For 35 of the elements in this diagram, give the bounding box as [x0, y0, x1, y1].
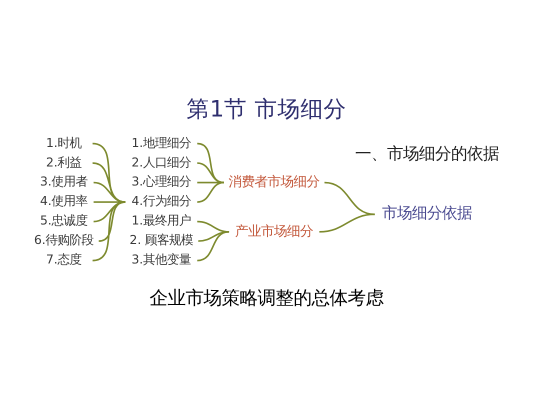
connector — [92, 201, 126, 262]
connector — [319, 214, 375, 233]
node-text: 1.时机 — [46, 136, 82, 150]
node-text: 2. 顾客规模 — [130, 233, 194, 248]
connector — [197, 162, 224, 184]
label: 一、市场细分的依据 — [355, 144, 500, 163]
node-text: 2.人口细分 — [131, 155, 192, 170]
connector — [197, 220, 230, 233]
node-text: 4.使用率 — [40, 194, 88, 208]
node-text: 市场细分依据 — [382, 204, 472, 222]
connector — [197, 182, 224, 184]
node-text: 1.地理细分 — [131, 136, 192, 150]
connector — [94, 201, 126, 203]
connector — [92, 142, 126, 203]
node-text: 3.使用者 — [40, 174, 88, 189]
node-text: 6.待购阶段 — [34, 233, 94, 248]
connector — [197, 142, 224, 184]
node-text: 3.心理细分 — [131, 174, 192, 189]
diagram-title: 第1节 市场细分 — [186, 96, 346, 122]
node-text: 2.利益 — [46, 155, 82, 170]
node-text: 7.态度 — [46, 252, 82, 267]
connector — [197, 182, 224, 203]
connector — [92, 162, 126, 203]
connector — [94, 182, 126, 203]
connector — [94, 201, 126, 222]
node-text: 消费者市场细分 — [228, 175, 320, 190]
caption: 企业市场策略调整的总体考虑 — [150, 288, 384, 310]
connector — [198, 231, 230, 242]
node-text: 产业市场细分 — [235, 224, 314, 240]
node-text: 5.忠诚度 — [40, 214, 88, 228]
node-text: 4.行为细分 — [131, 194, 192, 208]
connector — [197, 231, 230, 262]
node-text: 3.其他变量 — [131, 252, 192, 267]
node-text: 1.最终用户 — [131, 214, 192, 228]
connector — [324, 182, 375, 216]
